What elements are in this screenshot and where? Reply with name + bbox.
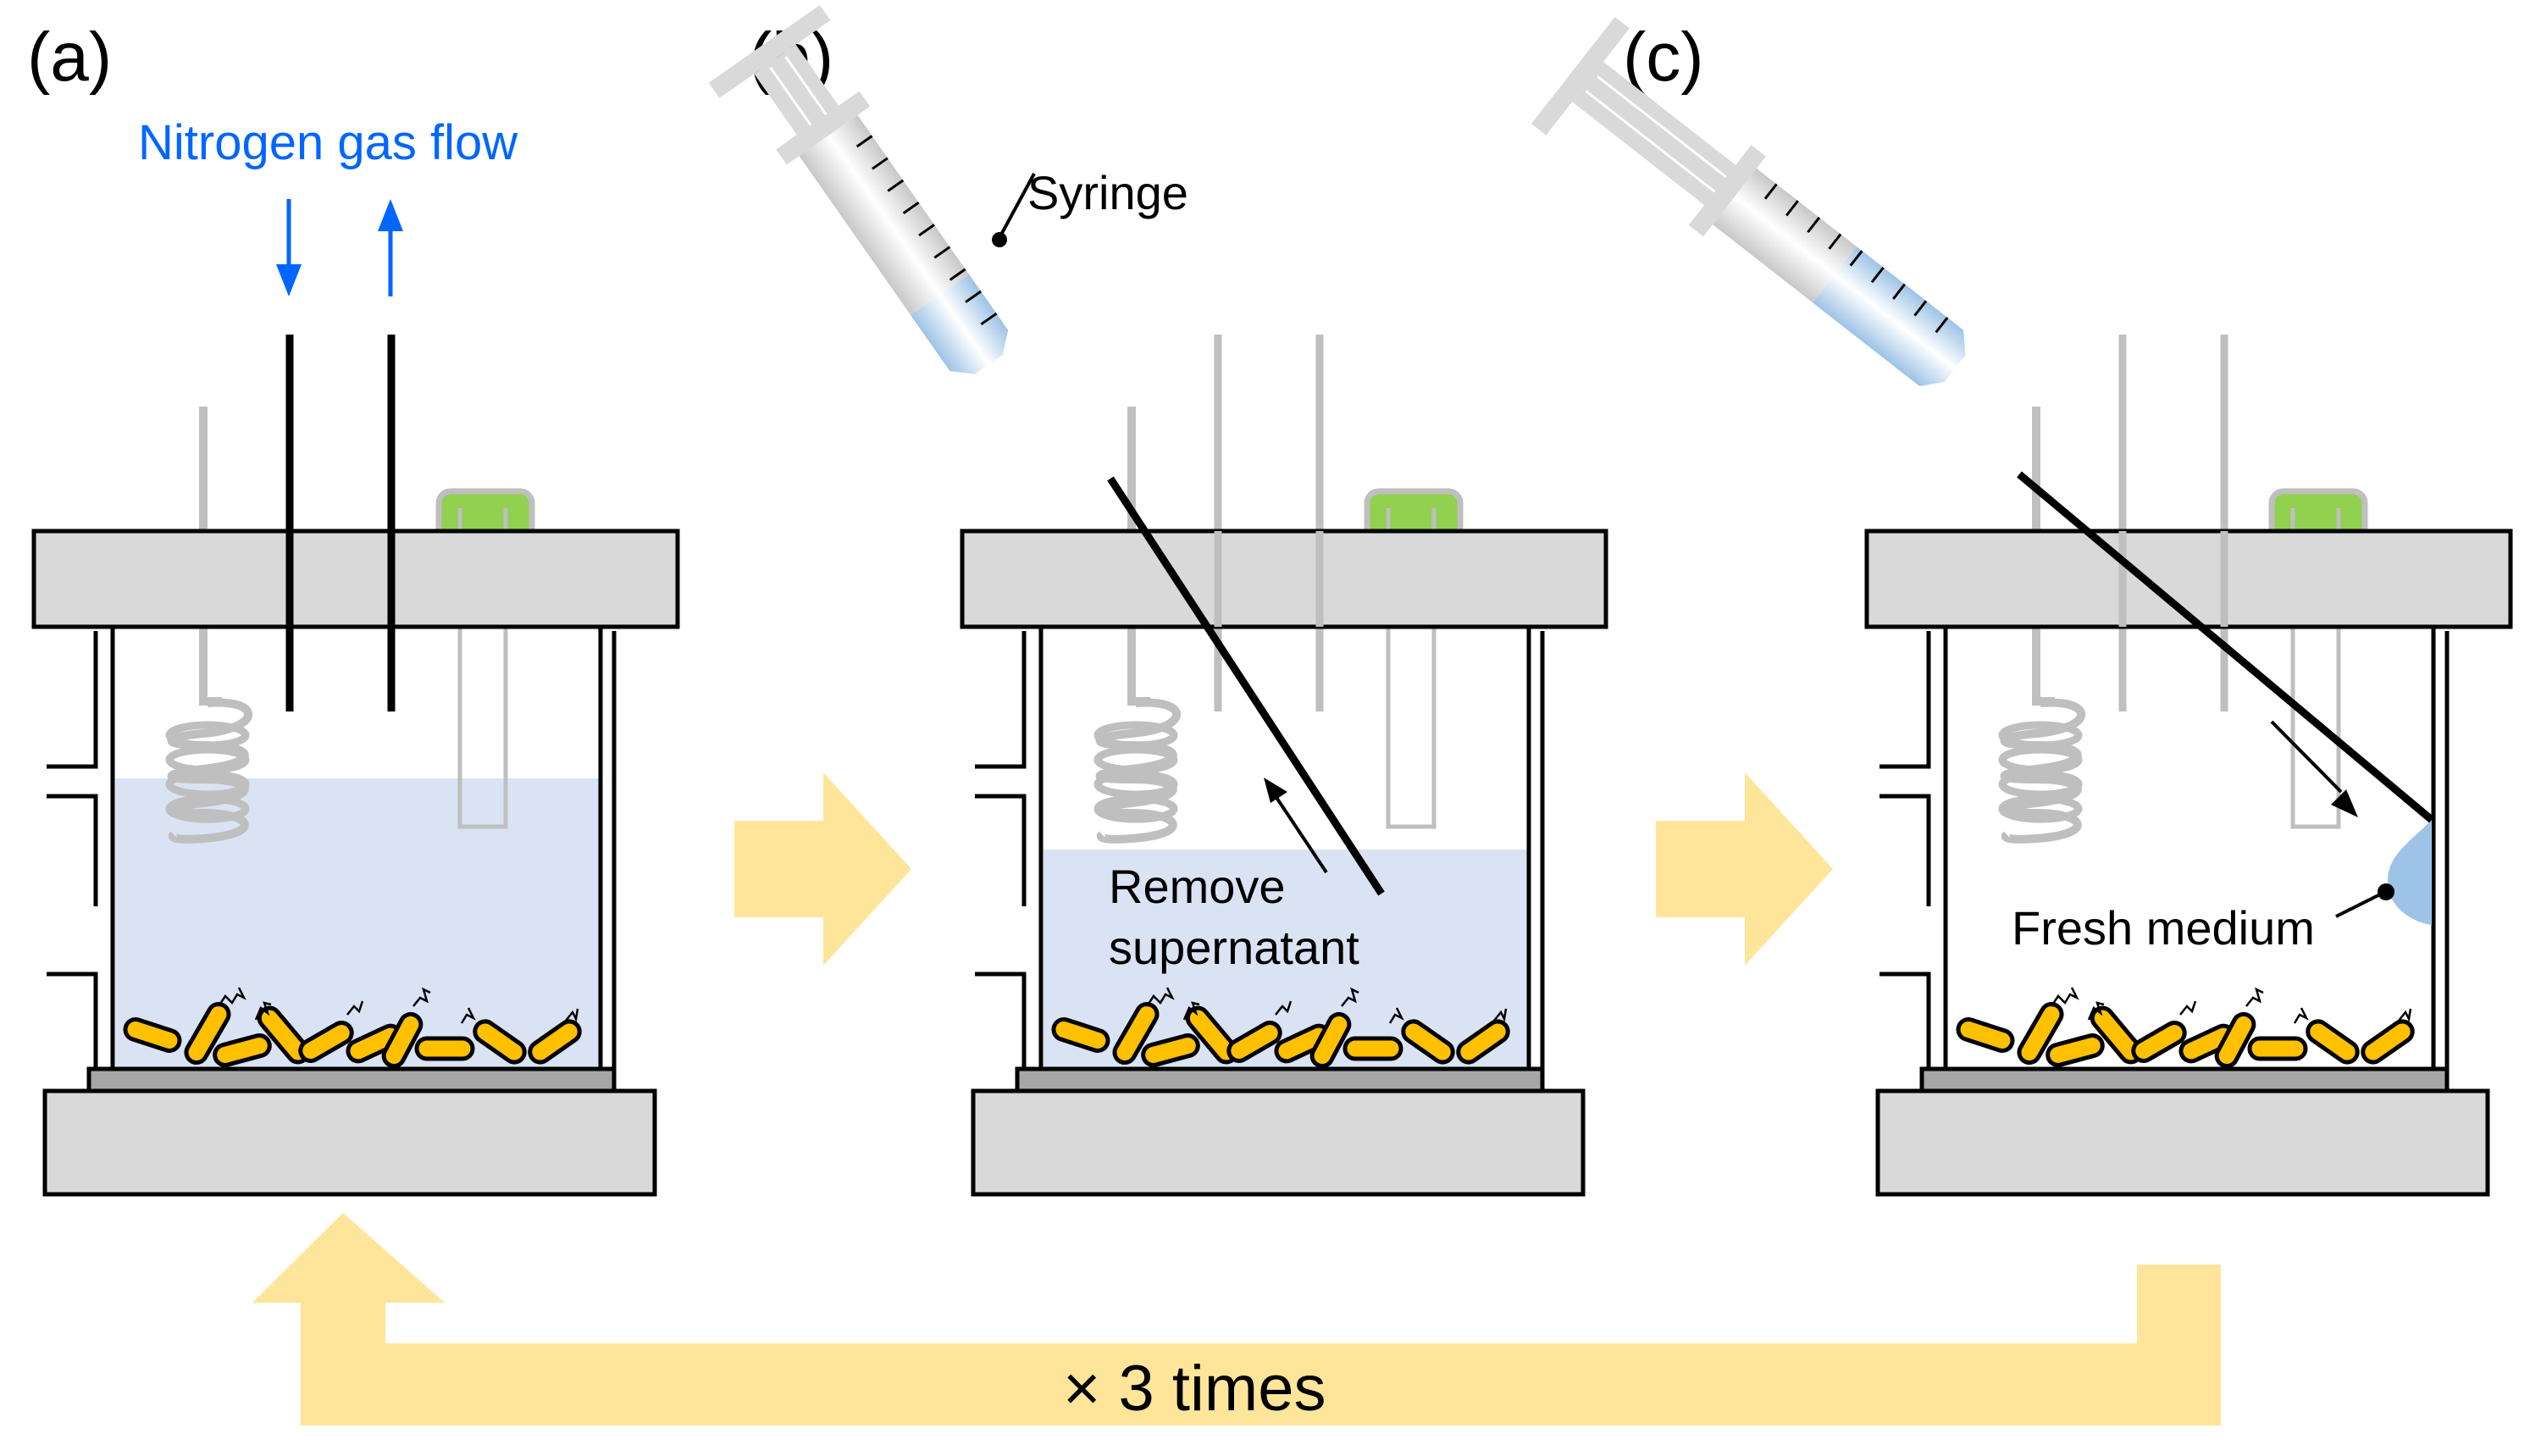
remove-direction-arrow-icon <box>1264 778 1328 874</box>
fresh-medium-droplet <box>2388 820 2432 925</box>
remove-label: Remove <box>1109 860 1286 913</box>
panel-b: (b) <box>708 4 1606 1194</box>
inject-direction-arrow-icon <box>2270 720 2358 817</box>
process-arrow-b-to-c <box>1656 772 1833 966</box>
repeat-loop-arrow: × 3 times <box>252 1213 2221 1426</box>
syringe-needle <box>2017 471 2434 823</box>
nitrogen-gas-flow-label: Nitrogen gas flow <box>138 115 518 170</box>
process-arrow-a-to-b <box>734 772 911 966</box>
panel-c-label: (c) <box>1623 19 1704 96</box>
panel-a: (a) Nitrogen gas flow <box>27 19 678 1194</box>
fresh-medium-label: Fresh medium <box>2012 901 2315 955</box>
panel-c: (c) <box>1531 16 2511 1194</box>
repeat-count-label: × 3 times <box>1063 1353 1326 1425</box>
gas-inflow-arrow-icon <box>276 199 302 296</box>
liquid-medium <box>115 778 599 1069</box>
supernatant-label: supernatant <box>1109 921 1359 974</box>
syringe-icon <box>1531 16 1966 386</box>
bacteria-cluster <box>1956 988 2416 1070</box>
syringe-needle <box>1107 476 1385 896</box>
syringe-label: Syringe <box>1027 166 1188 219</box>
panel-a-label: (a) <box>27 19 112 96</box>
syringe-icon <box>708 4 1009 374</box>
gas-outflow-arrow-icon <box>378 199 403 296</box>
